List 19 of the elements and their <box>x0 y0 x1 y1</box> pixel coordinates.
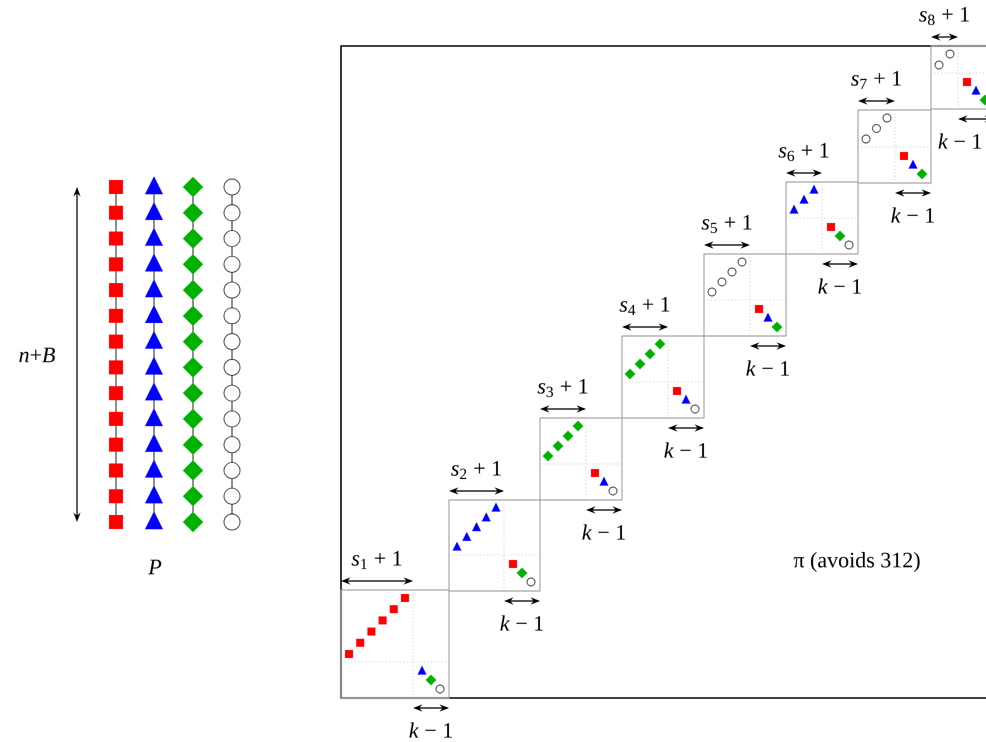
dimension-label: k − 1 <box>582 524 625 540</box>
dimension-label: n+B <box>19 348 55 362</box>
dimension-label: k − 1 <box>891 207 934 223</box>
dimension-label: s$_{3}$ + 1 <box>538 378 588 398</box>
dimension-label: k − 1 <box>746 360 789 376</box>
dimension-label: k − 1 <box>664 442 707 458</box>
dimension-label: k − 1 <box>500 615 543 631</box>
dimension-label: k − 1 <box>818 278 861 294</box>
dimension-label: s$_{4}$ + 1 <box>620 297 670 315</box>
dimension-label: s$_{5}$ + 1 <box>702 214 752 234</box>
dimension-label: k − 1 <box>938 133 982 149</box>
dimension-label: k − 1 <box>409 722 452 738</box>
dimension-label: s$_{1}$ + 1 <box>352 551 402 569</box>
set-label: P <box>148 560 162 574</box>
caption-label: π (avoids 312) <box>794 552 920 572</box>
dimension-label: s$_{8}$ + 1 <box>919 6 969 26</box>
dimension-label: s$_{2}$ + 1 <box>451 461 501 479</box>
dimension-label: s$_{6}$ + 1 <box>778 142 828 162</box>
dimension-label: s$_{7}$ + 1 <box>851 71 901 89</box>
